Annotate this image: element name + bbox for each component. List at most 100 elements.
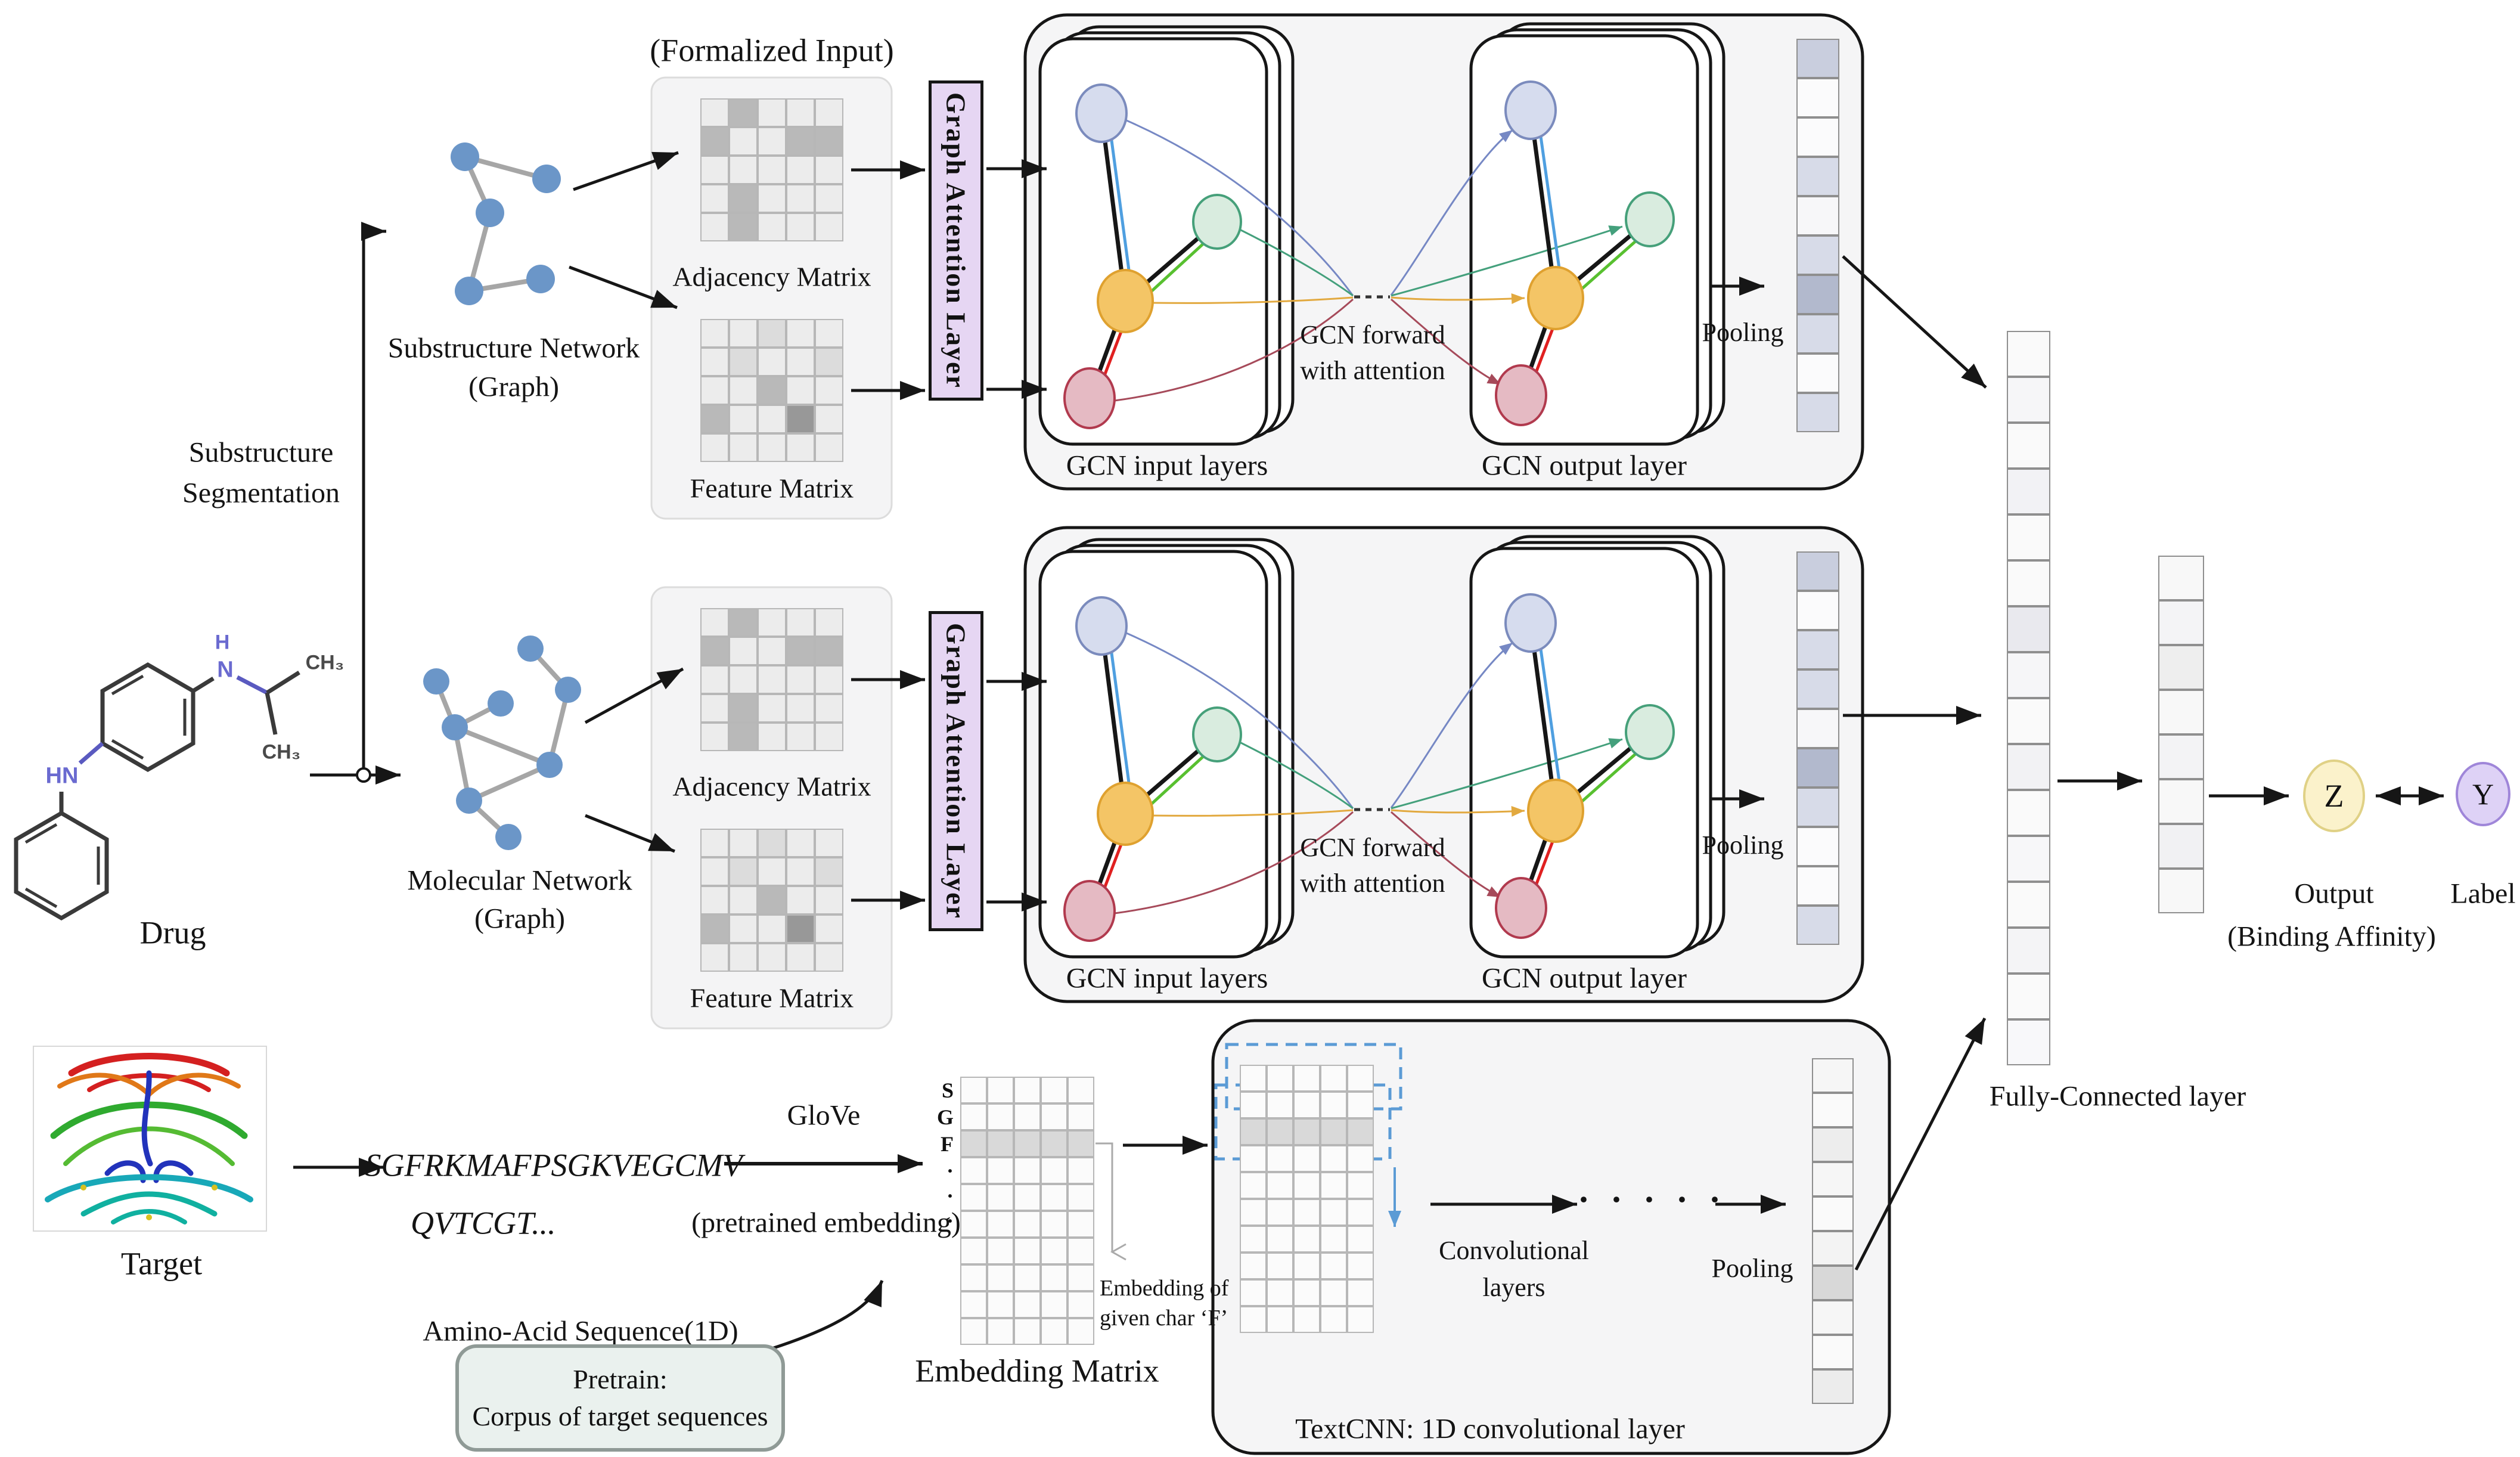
grid-cell	[815, 637, 843, 665]
pretrain-to-glove-arrow	[771, 1280, 884, 1350]
grid-cell	[729, 943, 758, 972]
grid-cell	[1067, 1211, 1094, 1238]
grid-cell	[1796, 157, 1839, 196]
grid-cell	[700, 723, 729, 751]
label-y-symbol: Y	[2472, 777, 2494, 811]
grid-cell	[1041, 1103, 1067, 1130]
grid-cell	[1240, 1253, 1267, 1279]
grid-cell	[758, 857, 786, 886]
grid-cell	[1293, 1306, 1320, 1333]
grid-cell	[2158, 556, 2204, 600]
target-protein-image	[33, 1046, 267, 1232]
amino-acid-sequence-label: Amino-Acid Sequence(1D)	[423, 1315, 738, 1347]
atom-label-n: N	[217, 657, 234, 683]
grid-cell	[815, 914, 843, 943]
flow-arrows	[310, 151, 925, 910]
grid-cell	[1014, 1130, 1041, 1157]
grid-cell	[700, 405, 729, 433]
grid-cell	[815, 184, 843, 213]
grid-cell	[700, 829, 729, 857]
grid-cell	[1347, 1172, 1374, 1199]
grid-cell	[1796, 275, 1839, 314]
substructure-segmentation-label-2: Segmentation	[182, 477, 340, 509]
grid-cell	[1067, 1103, 1094, 1130]
grid-cell	[786, 637, 815, 665]
grid-cell	[786, 608, 815, 637]
grid-cell	[1320, 1065, 1347, 1092]
grid-cell	[1320, 1279, 1347, 1306]
grid-cell	[1293, 1065, 1320, 1092]
gcn-node-blue	[1504, 80, 1557, 140]
grid-cell	[1796, 354, 1839, 393]
grid-cell	[700, 433, 729, 462]
grid-cell	[1014, 1264, 1041, 1291]
grid-cell	[758, 943, 786, 972]
grid-cell	[1320, 1118, 1347, 1145]
benzene-ring	[14, 810, 109, 921]
grid-cell	[786, 184, 815, 213]
grid-cell	[1293, 1118, 1320, 1145]
grid-cell	[700, 637, 729, 665]
glove-label: GloVe	[787, 1099, 861, 1132]
sequence-text-line2: QVTCGT...	[411, 1205, 556, 1241]
grid-cell	[1041, 1264, 1067, 1291]
gcn-forward-label-2: with attention	[1300, 868, 1445, 898]
substructure-network-label-2: (Graph)	[468, 371, 559, 403]
grid-cell	[2007, 331, 2050, 377]
embedding-row-label: ·	[946, 1209, 954, 1233]
grid-cell	[1812, 1162, 1854, 1196]
grid-cell	[1267, 1226, 1293, 1253]
textcnn-input-grid	[1240, 1065, 1374, 1333]
embedding-row-pointer	[1095, 1142, 1126, 1261]
grid-cell	[1240, 1279, 1267, 1306]
grid-cell	[1812, 1058, 1854, 1093]
gcn-bottom-pooled-vector	[1796, 551, 1839, 945]
grid-cell	[987, 1211, 1014, 1238]
grid-cell	[786, 943, 815, 972]
grid-cell	[815, 348, 843, 376]
grid-cell	[815, 98, 843, 127]
grid-cell	[1240, 1145, 1267, 1172]
gcn-node-red	[1063, 367, 1116, 429]
grid-cell	[1320, 1253, 1347, 1279]
grid-cell	[786, 319, 815, 348]
grid-cell	[2158, 690, 2204, 734]
grid-cell	[758, 98, 786, 127]
grid-cell	[786, 348, 815, 376]
grid-cell	[729, 376, 758, 405]
grid-cell	[815, 665, 843, 694]
grid-cell	[1796, 906, 1839, 945]
grid-cell	[2007, 744, 2050, 790]
grid-cell	[1347, 1306, 1374, 1333]
grid-cell	[700, 608, 729, 637]
grid-cell	[1796, 39, 1839, 78]
grid-cell	[960, 1291, 987, 1318]
grid-cell	[758, 433, 786, 462]
grid-cell	[1014, 1238, 1041, 1264]
fully-connected-label: Fully-Connected layer	[1989, 1080, 2246, 1112]
grid-cell	[1320, 1092, 1347, 1118]
grid-cell	[987, 1318, 1014, 1345]
grid-cell	[815, 694, 843, 723]
grid-cell	[786, 376, 815, 405]
grid-cell	[1347, 1199, 1374, 1226]
gcn-forward-label: GCN forward	[1300, 320, 1445, 349]
grid-cell	[2007, 790, 2050, 836]
grid-cell	[1293, 1172, 1320, 1199]
grid-cell	[1240, 1199, 1267, 1226]
grid-cell	[987, 1103, 1014, 1130]
grid-cell	[786, 723, 815, 751]
benzene-ring	[100, 662, 195, 773]
grid-cell	[2007, 606, 2050, 652]
grid-cell	[1320, 1172, 1347, 1199]
grid-cell	[729, 319, 758, 348]
grid-cell	[2007, 1019, 2050, 1065]
branch-junction	[356, 767, 371, 783]
grid-cell	[1796, 709, 1839, 748]
grid-cell	[758, 723, 786, 751]
grid-cell	[700, 156, 729, 184]
hidden-layer-vector	[2158, 556, 2204, 913]
grid-cell	[2158, 645, 2204, 690]
grid-cell	[1041, 1157, 1067, 1184]
grid-cell	[1067, 1238, 1094, 1264]
